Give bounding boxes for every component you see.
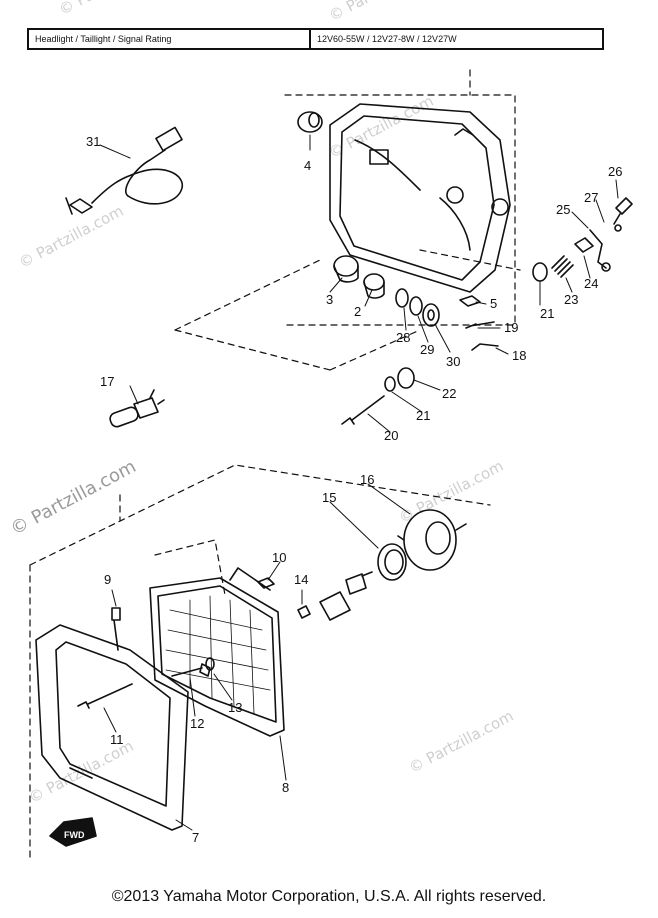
callout-number: 3 — [326, 292, 333, 307]
callout-number: 7 — [192, 830, 199, 845]
callout-number: 21 — [416, 408, 430, 423]
callout-number: 21 — [540, 306, 554, 321]
callout-number: 18 — [512, 348, 526, 363]
callout-number: 20 — [384, 428, 398, 443]
wire-harness — [65, 126, 183, 215]
callout-number: 4 — [304, 158, 311, 173]
callout-number: 11 — [110, 732, 124, 747]
part-headlight-bulb — [319, 571, 373, 621]
fwd-arrow — [49, 817, 97, 847]
part-long-bolt — [341, 395, 385, 425]
headlight-housing — [329, 103, 511, 293]
part-seal-ring — [377, 543, 407, 581]
callout-number: 25 — [556, 202, 570, 217]
copyright-notice: ©2013 Yamaha Motor Corporation, U.S.A. A… — [111, 888, 547, 905]
callout-number: 27 — [584, 190, 598, 205]
part-screw — [77, 683, 133, 709]
callout-number: 16 — [360, 472, 374, 487]
part-washers — [395, 288, 440, 327]
callout-number: 12 — [190, 716, 204, 731]
callout-number: 22 — [442, 386, 456, 401]
part-screw — [297, 605, 311, 619]
callout-number: 19 — [504, 320, 518, 335]
callout-number: 8 — [282, 780, 289, 795]
callout-number: 2 — [354, 304, 361, 319]
part-grommet — [297, 111, 323, 133]
callout-number: 17 — [100, 374, 114, 389]
callout-number: 14 — [294, 572, 308, 587]
callout-number: 30 — [446, 354, 460, 369]
part-nut — [459, 295, 481, 307]
callout-number: 24 — [584, 276, 598, 291]
callout-number: 9 — [104, 572, 111, 587]
rating-value: 12V60-55W / 12V27-8W / 12V27W — [317, 34, 457, 44]
rating-table: Headlight / Taillight / Signal Rating 12… — [27, 28, 604, 50]
fwd-label: FWD — [64, 830, 85, 840]
part-halogen-bulb — [109, 389, 165, 428]
part-spacer — [397, 367, 415, 389]
callout-number: 29 — [420, 342, 434, 357]
callout-number: 13 — [228, 700, 242, 715]
part-bolt — [465, 321, 495, 329]
adjuster-assembly — [532, 197, 633, 282]
callout-number: 28 — [396, 330, 410, 345]
part-collars — [333, 255, 385, 299]
callout-number: 10 — [272, 550, 286, 565]
part-socket-cover — [397, 509, 467, 571]
part-nut — [257, 577, 275, 589]
part-headlight-rim — [35, 624, 189, 831]
callout-number: 26 — [608, 164, 622, 179]
callout-number: 31 — [86, 134, 100, 149]
callout-number: 23 — [564, 292, 578, 307]
leader-lines — [99, 134, 619, 831]
callout-labels: 31 4 26 27 25 3 2 5 21 23 24 28 29 30 19… — [64, 134, 622, 845]
callout-number: 5 — [490, 296, 497, 311]
callout-number: 15 — [322, 490, 336, 505]
rating-label: Headlight / Taillight / Signal Rating — [29, 30, 311, 48]
